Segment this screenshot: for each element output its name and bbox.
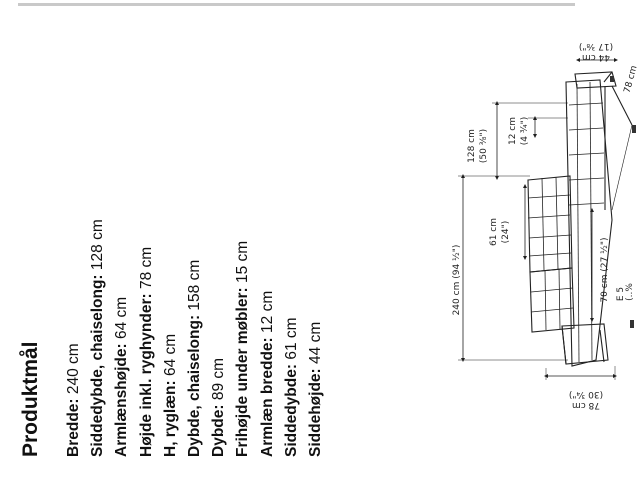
dimension-label: Dybde, chaiselong: [185, 314, 203, 457]
dimension-label: Bredde: [65, 398, 82, 457]
sofa-back-outline [565, 79, 613, 367]
dimension-value: 12 cm [258, 290, 276, 333]
top-armrest [574, 71, 617, 89]
dimension-row: Armlænshøjde: 64 cm [110, 187, 134, 457]
dimension-label: H, ryglæn: [161, 380, 179, 457]
total-width-label: 240 cm (94 ½") [452, 245, 462, 316]
dimension-row: Dybde, chaiselong: 158 cm [183, 187, 207, 457]
seat-height-label-in: (17 ⅜") [579, 41, 613, 51]
bottom-armrest [561, 323, 609, 365]
chaise-depth-label-in: (50 ⅜") [479, 129, 489, 163]
partial-label-b: E 5 [616, 287, 626, 301]
dimension-label: Armlæn bredde: [258, 337, 276, 457]
sofa-dimension-drawing: 240 cm (94 ½") 128 cm (50 ⅜") 12 cm (4 ¾… [425, 35, 640, 480]
dimension-label: Højde inkl. ryghynder: [137, 293, 155, 457]
top-divider [18, 3, 575, 6]
dimension-value: 128 cm [89, 219, 107, 271]
dimension-label: Siddedybde, chaiselong: [89, 274, 107, 457]
dimension-label: Siddedybde: [282, 363, 300, 457]
side-height-label-partial: 78 cm [623, 65, 640, 95]
dimension-label: Siddehøjde: [306, 368, 324, 457]
dimension-row: Frihøjde under møbler: 15 cm [231, 187, 255, 457]
dimension-lines [458, 58, 618, 380]
dimension-row: H, ryglæn: 64 cm [159, 187, 183, 457]
armrest-width-label-in: (4 ¾") [520, 117, 530, 145]
dimension-value: 61 cm [282, 317, 300, 360]
panel-title: Produktmål [19, 341, 42, 457]
back-height-label-cm: 78 cm [572, 400, 600, 410]
dimension-row: Dybde: 89 cm [207, 187, 231, 457]
seat-depth-label-cm: 61 cm [489, 218, 499, 246]
dimension-value: 89 cm [210, 357, 228, 401]
dimension-label: Dybde: [210, 404, 228, 457]
dimension-row: Højde inkl. ryghynder: 78 cm [135, 187, 159, 457]
dimension-value: 78 cm [137, 246, 155, 290]
dimension-row: Bredde: 240 cm [62, 187, 86, 457]
dimension-value: 64 cm [113, 296, 131, 339]
sofa-legs [610, 76, 636, 328]
inner-width-label: 70 cm (27 ½") [600, 237, 610, 302]
dimension-list: Bredde: 240 cm Siddedybde, chaiselong: 1… [62, 187, 328, 457]
seat-cushions [529, 267, 575, 333]
chaise-seat [527, 175, 573, 273]
dimension-value: 44 cm [306, 321, 324, 364]
dimension-row: Siddedybde, chaiselong: 128 cm [86, 187, 110, 457]
dimension-value: 240 cm [65, 343, 82, 395]
dimension-value: 158 cm [185, 259, 203, 311]
dimension-row: Armlæn bredde: 12 cm [256, 187, 280, 457]
dimension-row: Siddedybde: 61 cm [280, 187, 304, 457]
armrest-width-label-cm: 12 cm [508, 117, 518, 145]
sofa-illustration [527, 71, 636, 367]
seat-depth-label-in: (24") [501, 221, 511, 244]
product-dimensions-panel: Produktmål Bredde: 240 cm Siddedybde, ch… [18, 187, 338, 457]
sofa-drawing-svg: 240 cm (94 ½") 128 cm (50 ⅜") 12 cm (4 ¾… [452, 41, 640, 410]
dimension-label: Armlænshøjde: [113, 343, 131, 457]
dimension-value: 15 cm [234, 240, 252, 284]
chaise-depth-label-cm: 128 cm [467, 129, 477, 163]
seat-height-label-cm: 44 cm [582, 52, 610, 62]
dimension-row: Siddehøjde: 44 cm [304, 187, 328, 457]
dimension-value: 64 cm [161, 333, 179, 377]
back-height-label-in: (30 ¾") [569, 389, 603, 399]
partial-label-a: (..% [625, 283, 635, 301]
dimension-label: Frihøjde under møbler: [234, 287, 252, 457]
